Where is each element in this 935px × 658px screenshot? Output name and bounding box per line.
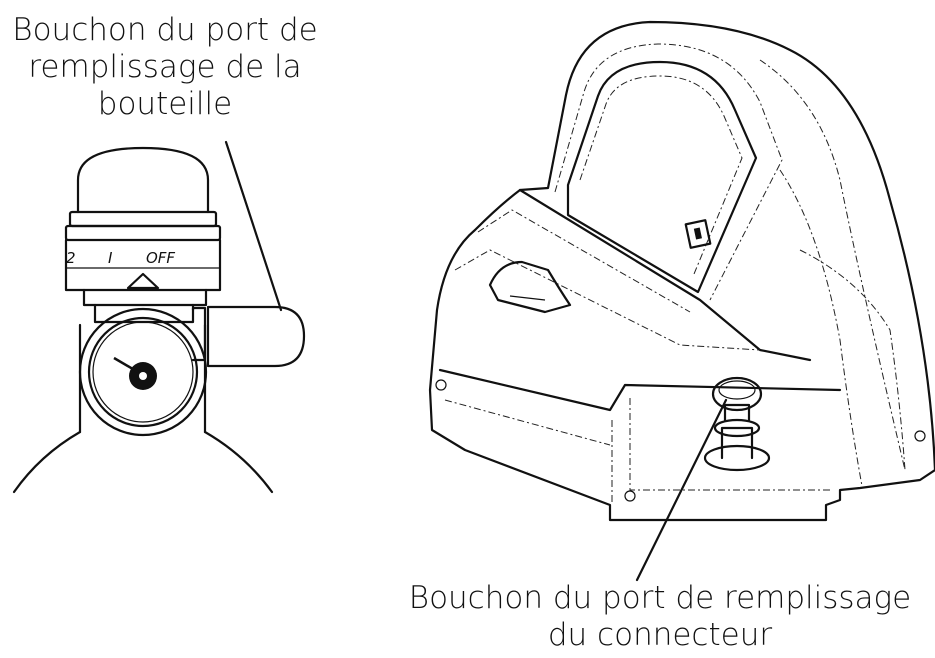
connector-port-base [703,444,771,472]
latch-detail [509,295,546,301]
front-lower-edge [438,368,842,412]
unit-outer-shell [428,20,935,522]
handle-opening [566,60,758,294]
cylinder-collar-ring [64,224,222,242]
connector-port-neck [723,403,751,422]
front-top-edge [518,188,812,362]
callout-line: bouteille [97,86,233,122]
cylinder-shoulder-left [12,430,82,494]
gauge-needle-icon [113,356,139,374]
callout-line: Bouchon du port de remplissage [408,580,912,616]
handle-side-contour [759,59,906,471]
leader-line-connector-cap [635,398,728,582]
handle-outer-edge [554,43,783,301]
cylinder-collar-ring [68,210,218,228]
gauge-hub-center [139,372,147,380]
dial-setting-off: OFF [146,249,175,267]
connector-fill-port-cap [711,376,763,412]
callout-line: Bouchon du port de [12,12,318,48]
concentrator-unit-illustration [428,20,935,522]
callout-connector-fill-port-cap: Bouchon du port de remplissage du connec… [400,580,920,654]
body-side-contour [779,169,863,487]
front-lower-contour [444,399,611,446]
front-panel-contour [629,398,830,491]
screw-icon [914,430,926,442]
fill-port-collar [191,306,207,362]
pressure-gauge-outer [78,307,208,437]
power-switch [684,219,712,249]
leader-line-cylinder-cap [224,140,283,312]
dial-setting-2: 2 [66,249,76,267]
side-latch [488,260,572,314]
front-panel-edge [477,209,691,313]
callout-cylinder-fill-port-cap: Bouchon du port de remplissage de la bou… [0,12,330,123]
handle-opening-edge [579,75,743,275]
body-side-contour [799,249,906,471]
connector-port-stem [720,426,754,460]
valve-neck [82,288,208,307]
front-panel-edge [454,249,761,351]
dial-setting-1: I [108,249,113,267]
power-switch-rocker-icon [693,227,702,240]
pressure-gauge-face [92,321,194,423]
cylinder-valve-illustration: 2 I OFF [12,146,306,494]
dial-pointer-icon [126,272,160,290]
callout-line: du connecteur [547,617,773,653]
pressure-gauge-ring [87,316,199,428]
screw-icon [435,379,447,391]
connector-port-collar [713,418,761,438]
cylinder-shoulder-right [203,430,274,494]
cylinder-fill-port-cap [206,305,306,368]
screw-icon [624,490,636,502]
cylinder-dial-band [64,238,222,292]
connector-cap-top [718,380,756,400]
callout-line: remplissage de la [28,49,302,85]
cylinder-knob-top [76,146,210,214]
